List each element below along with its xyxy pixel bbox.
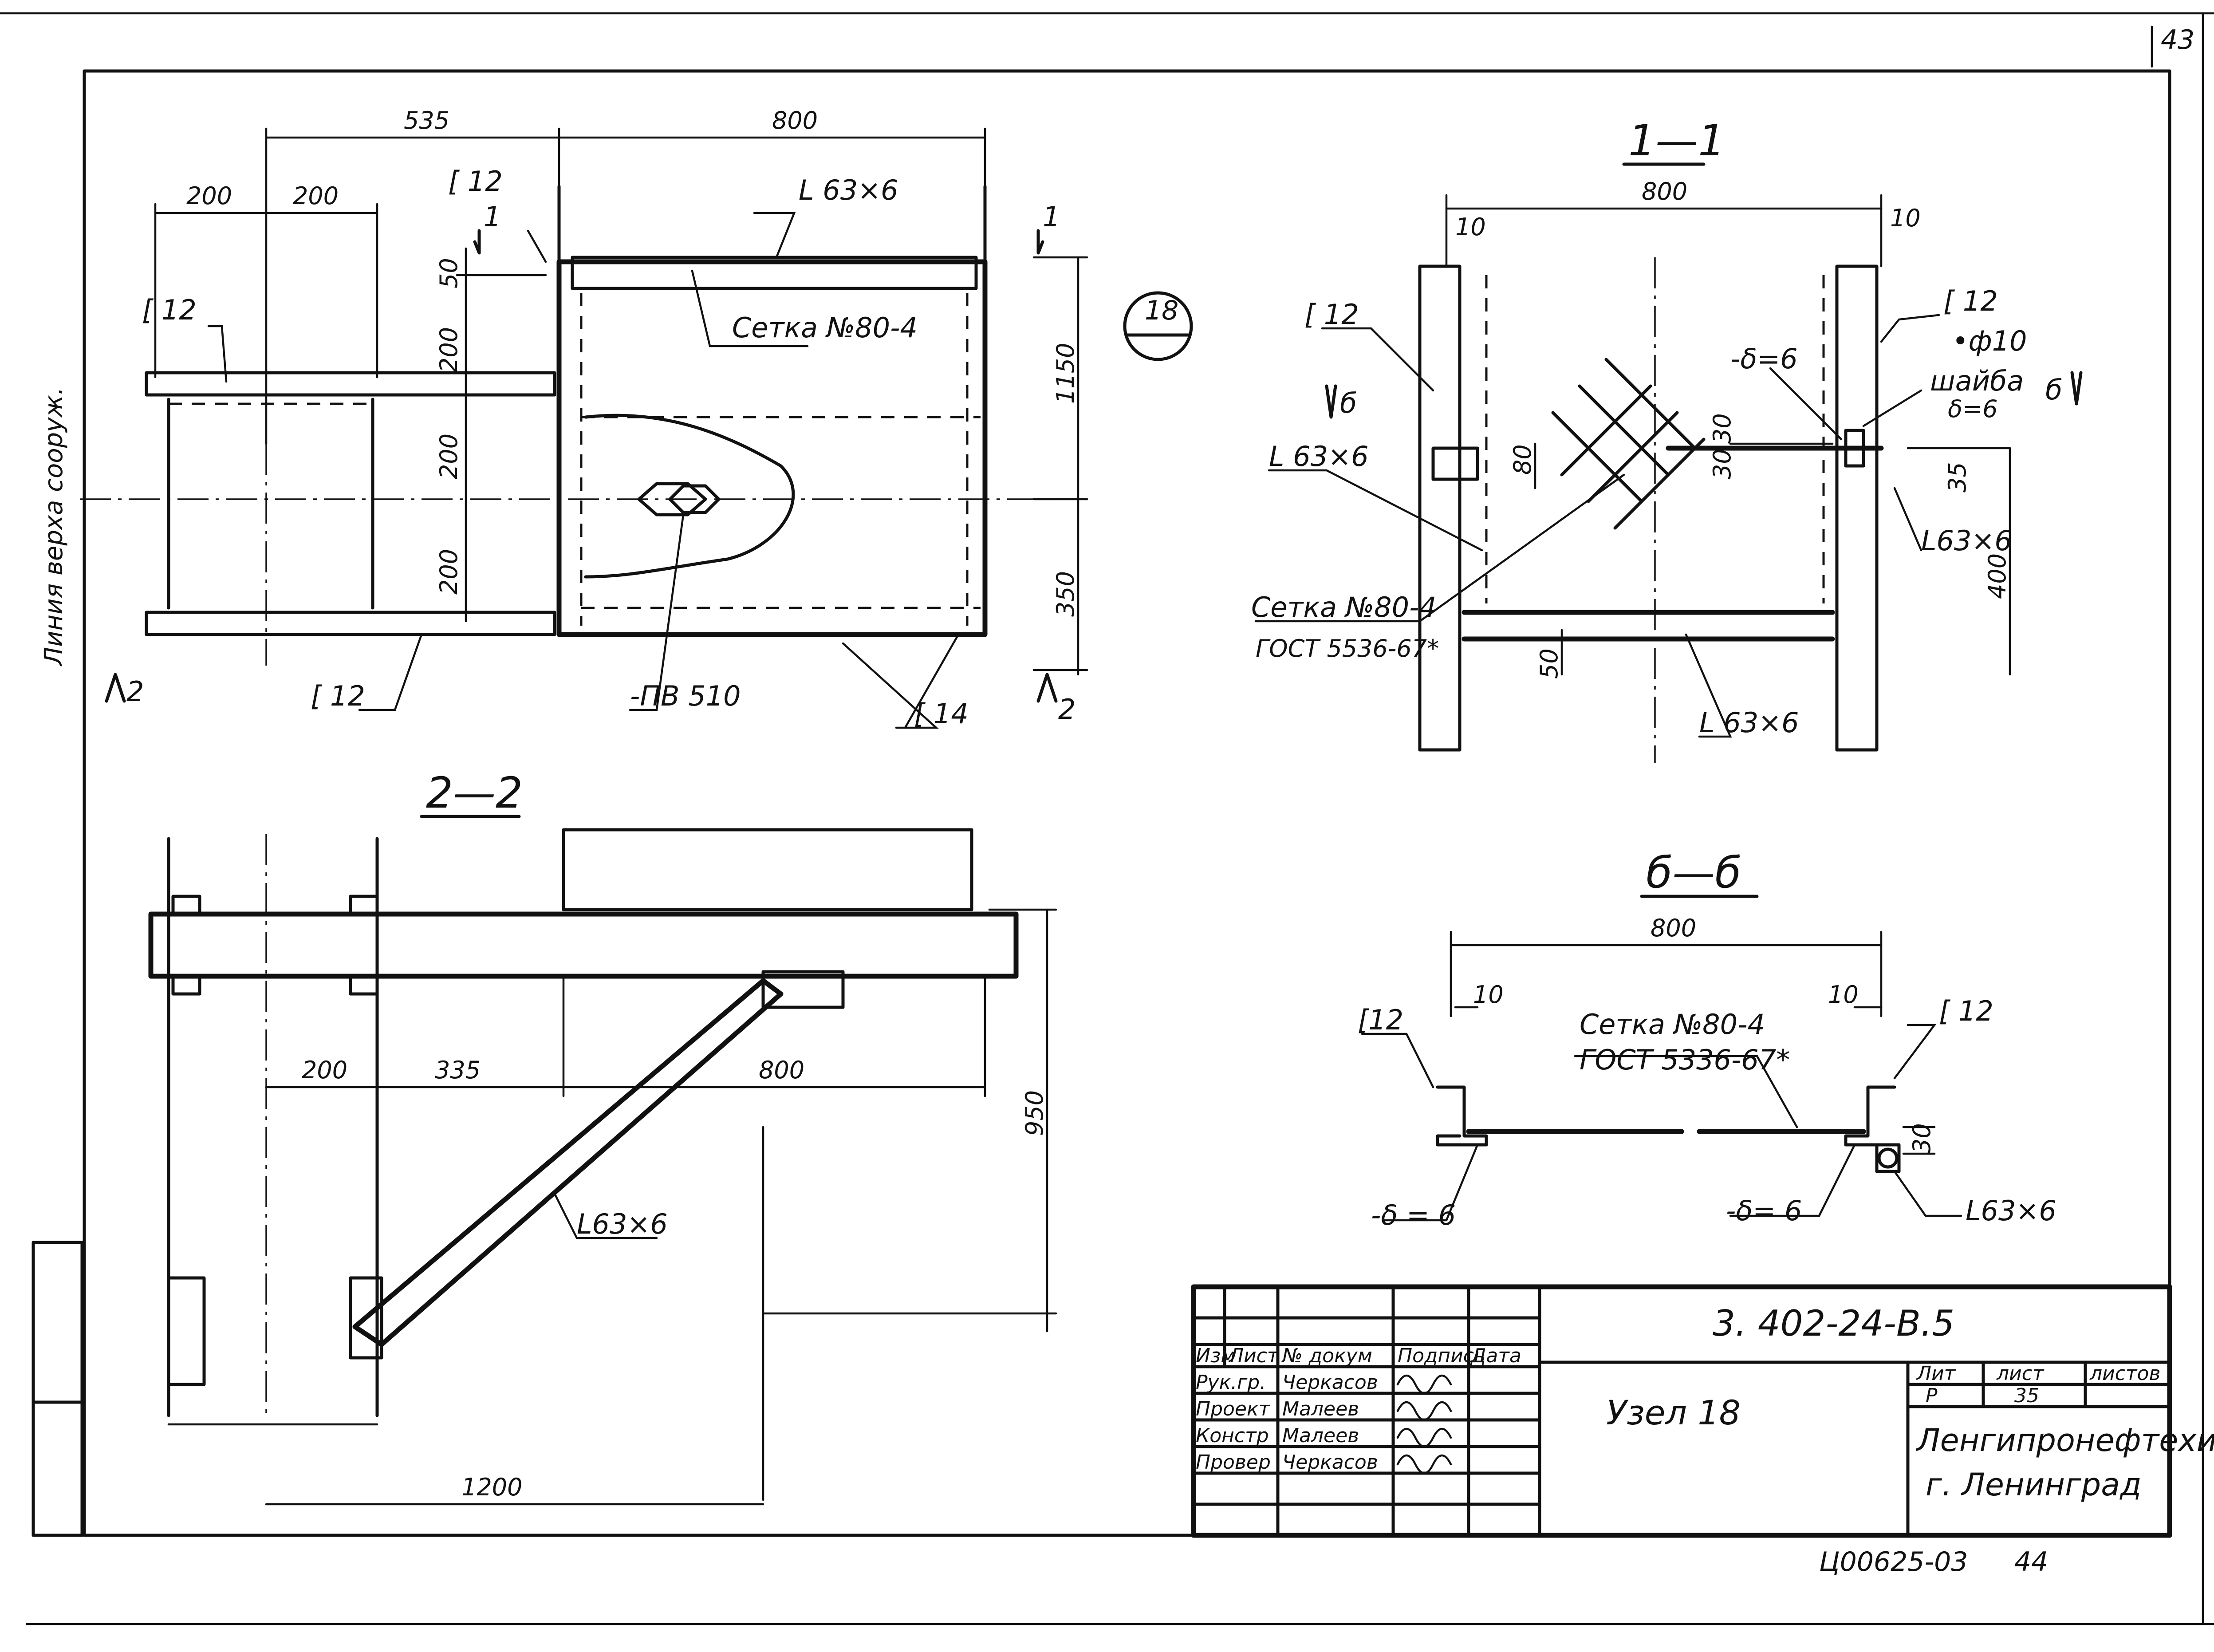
plan-dim-200c: 200 (435, 327, 463, 373)
s11-label-angle-right: L63×6 (1921, 524, 2012, 557)
tb-header-doc: № докум (1281, 1344, 1372, 1367)
s22-dim-200: 200 (302, 1056, 347, 1084)
tb-name-3: Черкасов (1282, 1451, 1378, 1474)
section-2-2-title: 2—2 (426, 768, 523, 818)
tb-list-value: 35 (2014, 1384, 2039, 1407)
sbb-label-angle: L63×6 (1966, 1195, 2056, 1227)
sbb-dim-10b: 10 (1828, 981, 1859, 1009)
s11-dim-80: 80 (1509, 444, 1536, 475)
s11-dim-10a: 10 (1455, 213, 1486, 241)
sbb-label-c12-right: [ 12 (1939, 995, 1993, 1027)
org-city: г. Ленинград (1926, 1467, 2142, 1503)
node-title: Узел 18 (1606, 1393, 1741, 1432)
node-marker: 18 (1145, 295, 1178, 326)
section-1-1-title: 1—1 (1628, 116, 1725, 166)
sheet-frame (0, 12, 2214, 1625)
plan-label-c12-bottom: [ 12 (311, 680, 365, 712)
s11-dim-400: 400 (1983, 553, 2011, 599)
tb-role-0: Рук.гр. (1196, 1371, 1266, 1394)
archive-code: Ц00625-03 (1819, 1546, 1968, 1577)
s11-label-c12-right: [ 12 (1943, 285, 1998, 317)
s11-dim-30a: 30 (1708, 413, 1736, 444)
tb-lists-header: листов (2089, 1362, 2160, 1385)
sbb-dim-10a: 10 (1473, 981, 1504, 1009)
s11-label-gost: ГОСТ 5536-67* (1256, 635, 1439, 662)
plan-dim-800: 800 (772, 106, 818, 134)
sbb-label-c12-left: [12 (1358, 1004, 1403, 1036)
s11-cut-b-left: б (1340, 387, 1357, 419)
plan-dim-50: 50 (435, 258, 463, 288)
s11-label-rod: •ф10 (1952, 325, 2027, 357)
plan-label-plate: -ПВ 510 (630, 680, 741, 712)
s11-dim-10b: 10 (1890, 204, 1921, 232)
s11-cut-b-right: б (2045, 374, 2062, 406)
section-2-2 (148, 815, 1057, 1506)
s22-label-angle: L63×6 (577, 1208, 668, 1240)
s22-dim-800: 800 (759, 1056, 804, 1084)
tb-list-header: лист (1996, 1362, 2045, 1385)
plan-dim-350: 350 (1052, 571, 1079, 617)
s11-dim-35: 35 (1943, 462, 1971, 493)
org-name: Ленгипронефтехим (1915, 1422, 2214, 1459)
title-block (1191, 1284, 2172, 1538)
doc-code: 3. 402-24-В.5 (1713, 1303, 1954, 1344)
s11-label-c12-left: [ 12 (1304, 298, 1359, 331)
sbb-label-plate-right: -δ= 6 (1726, 1195, 1802, 1227)
tb-role-3: Провер (1196, 1451, 1271, 1474)
section-1-1-mesh (1551, 358, 1706, 530)
plan-cut-2-left: 2 (126, 675, 144, 708)
plan-dim-200e: 200 (435, 549, 463, 595)
tb-lit-value: Р (1926, 1384, 1938, 1407)
plan-dim-200a: 200 (186, 182, 232, 210)
sbb-dim-30: 30 (1908, 1123, 1936, 1154)
tb-name-1: Малеев (1282, 1398, 1359, 1420)
s22-dim-335: 335 (435, 1056, 481, 1084)
plan-label-c12-left: [ 12 (142, 294, 197, 326)
plan-dim-535: 535 (404, 106, 449, 134)
plan-label-c12-top: [ 12 (448, 165, 503, 197)
s11-label-angle-left: L 63×6 (1269, 440, 1369, 473)
sbb-label-gost: ГОСТ 5336-67* (1580, 1044, 1790, 1076)
s22-dim-1200: 1200 (461, 1473, 522, 1501)
s22-dim-950: 950 (1020, 1090, 1048, 1136)
tb-role-1: Проект (1196, 1398, 1271, 1420)
plan-dim-200d: 200 (435, 434, 463, 479)
s11-label-mesh: Сетка №80-4 (1251, 591, 1437, 623)
plan-cut-2-right: 2 (1058, 693, 1075, 725)
plan-label-c14: [ 14 (914, 698, 969, 730)
section-1-1 (1254, 162, 2083, 763)
s11-dim-30b: 30 (1708, 449, 1736, 479)
plan-cut-1-right: 1 (1043, 201, 1060, 233)
tb-name-0: Черкасов (1282, 1371, 1378, 1394)
page-number: 43 (2161, 24, 2194, 55)
s11-label-washer: шайба (1930, 365, 2024, 397)
section-b-b-title: б—б (1646, 848, 1741, 898)
sbb-label-plate-left: -δ = 6 (1371, 1199, 1456, 1231)
tb-name-2: Малеев (1282, 1424, 1359, 1447)
tb-header-sign: Подпись (1398, 1344, 1485, 1367)
s11-dim-50: 50 (1535, 648, 1563, 679)
tb-header-date: Дата (1470, 1344, 1521, 1367)
tb-lit-header: Лит (1916, 1362, 1956, 1385)
plan-label-angle: L 63×6 (799, 174, 898, 206)
s11-label-plate: -δ=6 (1730, 343, 1798, 375)
section-b-b (1361, 895, 1962, 1222)
tb-role-2: Констр (1196, 1424, 1269, 1447)
sbb-dim-800: 800 (1651, 914, 1696, 942)
vertical-note: Линия верха сооруж. (39, 387, 68, 666)
tb-header-izm: Изм (1196, 1344, 1236, 1367)
footer-page: 44 (2014, 1546, 2048, 1577)
plan-label-mesh: Сетка №80-4 (732, 311, 918, 344)
s11-dim-800: 800 (1642, 177, 1687, 205)
s11-label-washer-thk: δ=6 (1948, 395, 1998, 423)
plan-dim-200b: 200 (293, 182, 339, 210)
plan-view (80, 127, 1193, 729)
plan-dim-1150: 1150 (1052, 343, 1079, 404)
sbb-label-mesh: Сетка №80-4 (1580, 1008, 1765, 1041)
s11-label-angle-bottom: L 63×6 (1699, 706, 1799, 739)
plan-cut-1-left: 1 (484, 201, 501, 233)
tb-header-list: Лист (1228, 1344, 1279, 1367)
